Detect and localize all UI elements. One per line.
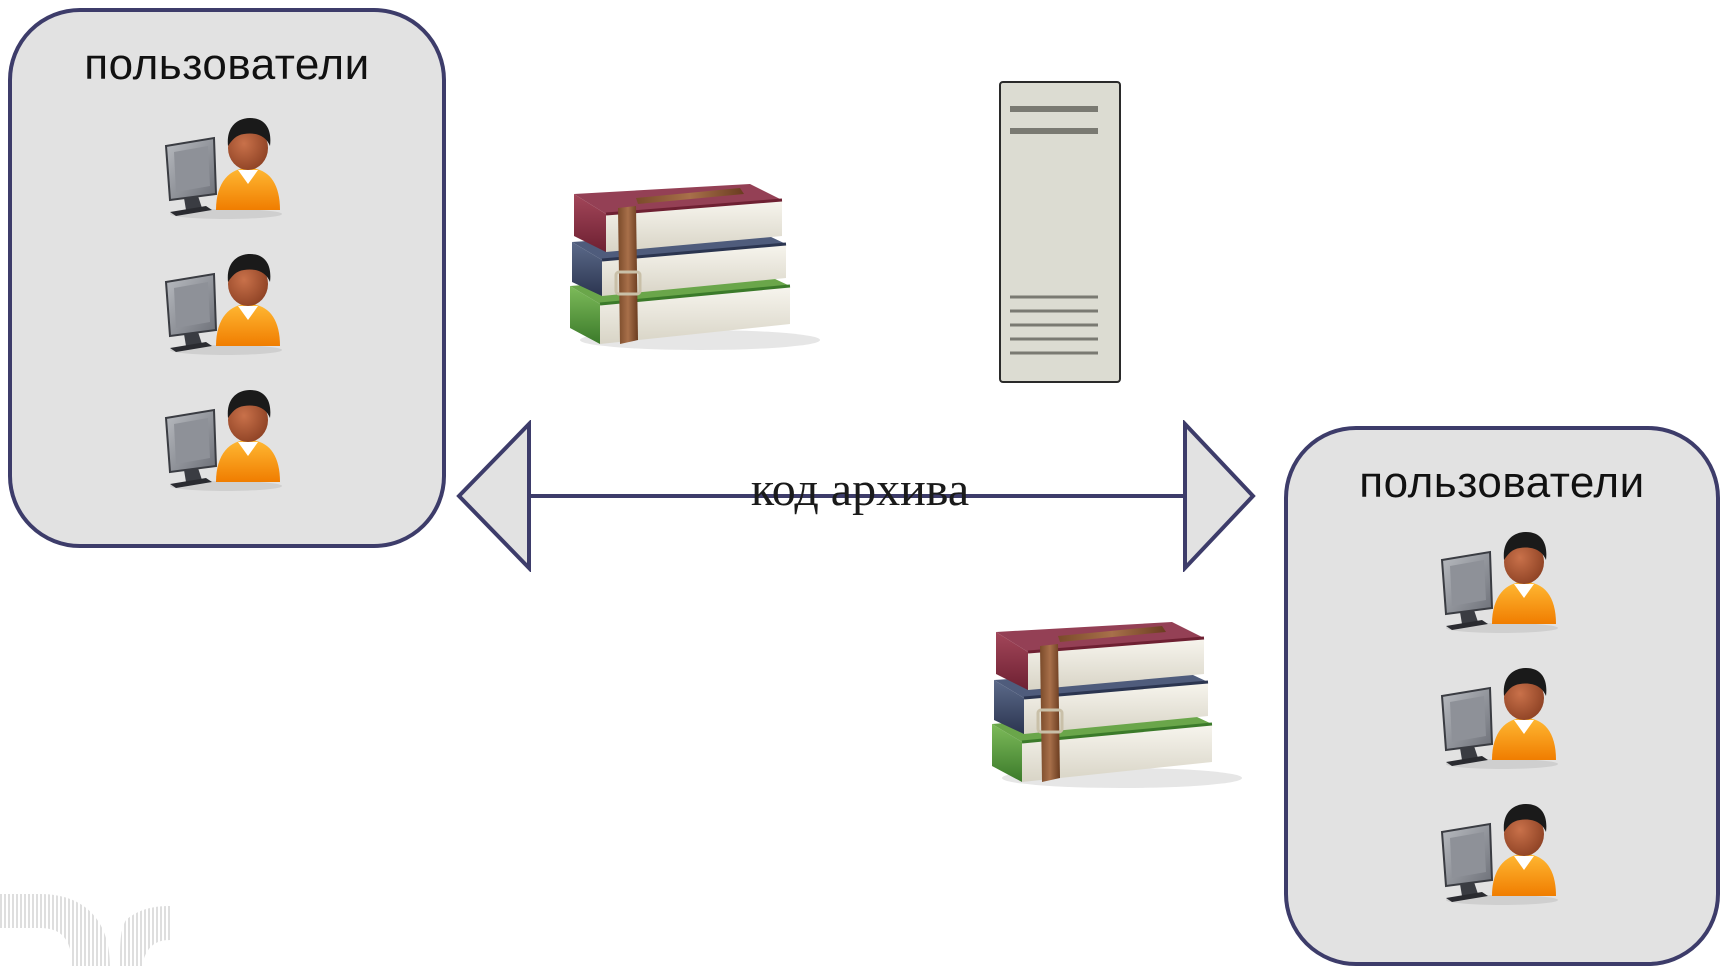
user-at-computer-icon [156,246,286,356]
arrow-label: код архива [750,463,970,516]
archive-books-icon [560,168,820,358]
user-at-computer-icon [1432,796,1562,906]
archive-books-icon [982,606,1242,796]
user-group-right: пользователи [1284,426,1720,966]
user-group-title: пользователи [84,40,370,89]
user-at-computer-icon [156,382,286,492]
user-group-title: пользователи [1359,458,1645,507]
user-at-computer-icon [1432,524,1562,634]
user-at-computer-icon [156,110,286,220]
user-at-computer-icon [1432,660,1562,770]
server-tower-icon [998,80,1122,384]
bidirectional-arrow [455,420,1257,572]
user-group-left: пользователи [8,8,446,548]
watermark-logo [0,880,170,966]
